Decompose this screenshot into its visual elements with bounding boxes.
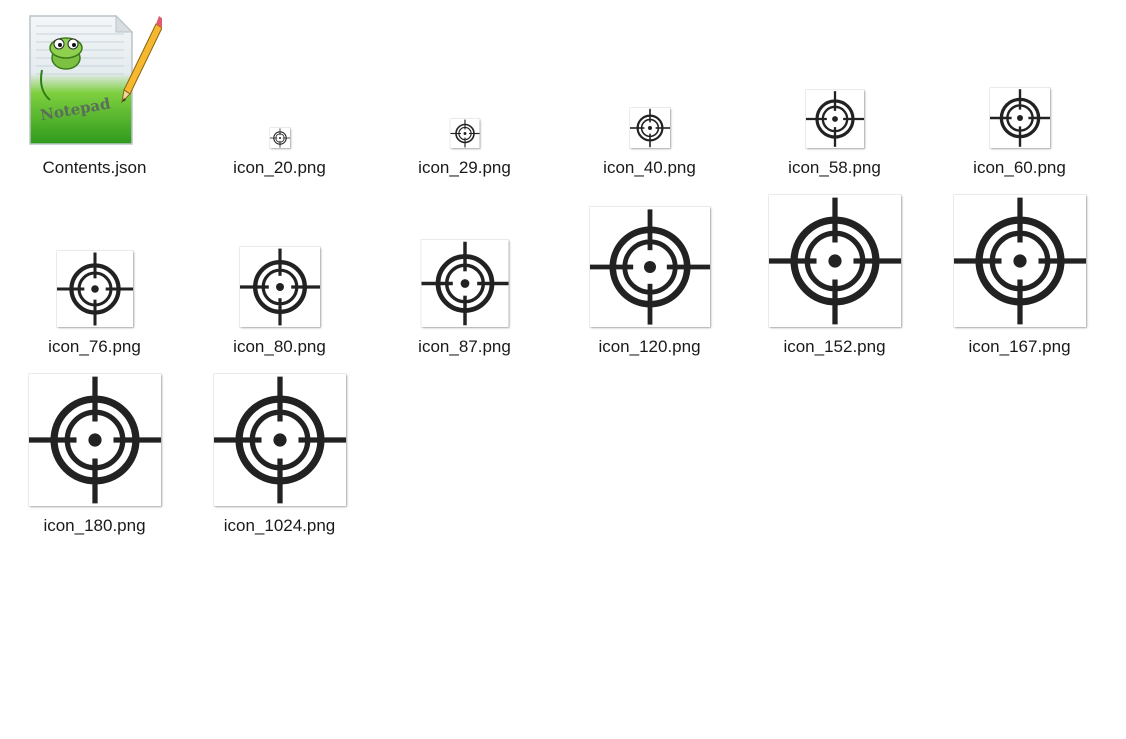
crosshair-icon: [989, 88, 1050, 148]
file-item[interactable]: icon_87.png: [372, 179, 557, 357]
crosshair-icon: [768, 195, 901, 327]
file-name-label: icon_60.png: [973, 158, 1066, 177]
file-name-label: icon_58.png: [788, 158, 881, 177]
file-name-label: icon_87.png: [418, 337, 511, 356]
file-name-label: icon_120.png: [598, 337, 701, 356]
file-name-label: icon_1024.png: [223, 516, 336, 535]
crosshair-icon: [269, 128, 290, 148]
file-name-label: icon_20.png: [233, 158, 326, 177]
file-item[interactable]: icon_1024.png: [187, 358, 372, 536]
file-item[interactable]: icon_60.png: [927, 0, 1112, 178]
file-name-label: icon_29.png: [418, 158, 511, 177]
file-name-label: icon_167.png: [968, 337, 1071, 356]
crosshair-icon: [28, 374, 161, 506]
crosshair-icon: [56, 251, 133, 327]
crosshair-icon: [629, 108, 670, 148]
file-item[interactable]: icon_58.png: [742, 0, 927, 178]
file-item[interactable]: icon_152.png: [742, 179, 927, 357]
crosshair-icon: [421, 240, 508, 327]
file-item[interactable]: icon_120.png: [557, 179, 742, 357]
file-name-label: icon_152.png: [783, 337, 886, 356]
file-name-label: icon_180.png: [43, 516, 146, 535]
file-item[interactable]: icon_80.png: [187, 179, 372, 357]
notepad-plus-plus-icon: Notepad: [28, 10, 162, 148]
file-item[interactable]: icon_40.png: [557, 0, 742, 178]
crosshair-icon: [450, 119, 479, 148]
file-item[interactable]: icon_167.png: [927, 179, 1112, 357]
crosshair-icon: [953, 195, 1086, 327]
file-item[interactable]: icon_180.png: [2, 358, 187, 536]
file-name-label: Contents.json: [42, 158, 147, 177]
file-item[interactable]: icon_29.png: [372, 0, 557, 178]
crosshair-icon: [589, 207, 710, 327]
crosshair-icon: [805, 90, 864, 148]
file-name-label: icon_40.png: [603, 158, 696, 177]
crosshair-icon: [239, 247, 320, 327]
file-name-label: icon_80.png: [233, 337, 326, 356]
crosshair-icon: [213, 374, 346, 506]
file-name-label: icon_76.png: [48, 337, 141, 356]
file-item[interactable]: icon_20.png: [187, 0, 372, 178]
file-item[interactable]: icon_76.png: [2, 179, 187, 357]
